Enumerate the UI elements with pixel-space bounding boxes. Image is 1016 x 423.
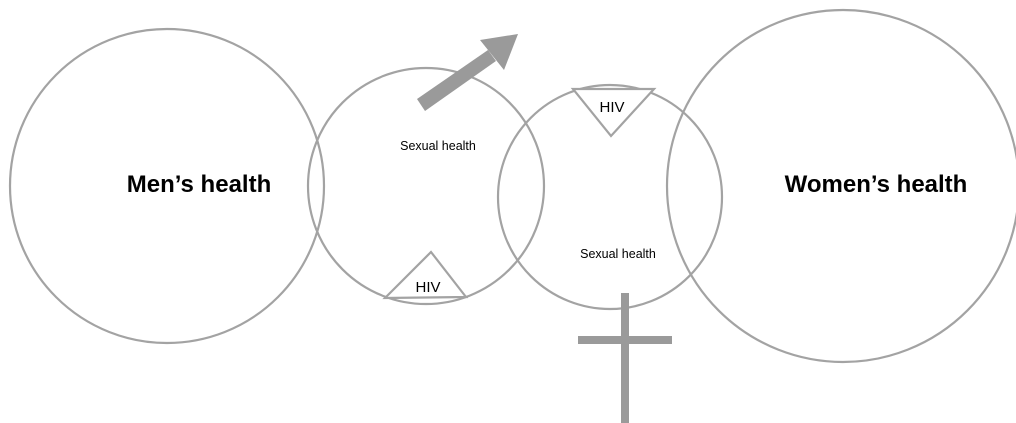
men-sexual-health-circle [306, 66, 546, 306]
women-sexual-health-circle [496, 83, 724, 311]
female-cross-vertical [621, 293, 629, 423]
mens-health-circle [8, 27, 326, 345]
hiv-label-women: HIV [599, 99, 624, 116]
male-arrow-icon [417, 34, 518, 111]
womens-health-label: Women’s health [785, 171, 968, 198]
hiv-marker-men: HIV [382, 250, 469, 300]
women-sexual-health-label: Sexual health [580, 247, 656, 261]
mens-health-label: Men’s health [127, 171, 271, 198]
male-arrow-head [480, 34, 518, 70]
men-sexual-health-label: Sexual health [400, 139, 476, 153]
hiv-triangle-men [382, 250, 469, 300]
hiv-triangle-women [570, 87, 657, 138]
hiv-marker-women: HIV [570, 87, 657, 138]
hiv-label-men: HIV [415, 279, 440, 296]
female-cross-icon [578, 293, 672, 423]
male-arrow-shaft [417, 50, 496, 111]
female-cross-horizontal [578, 336, 672, 344]
womens-health-circle [665, 8, 1016, 364]
